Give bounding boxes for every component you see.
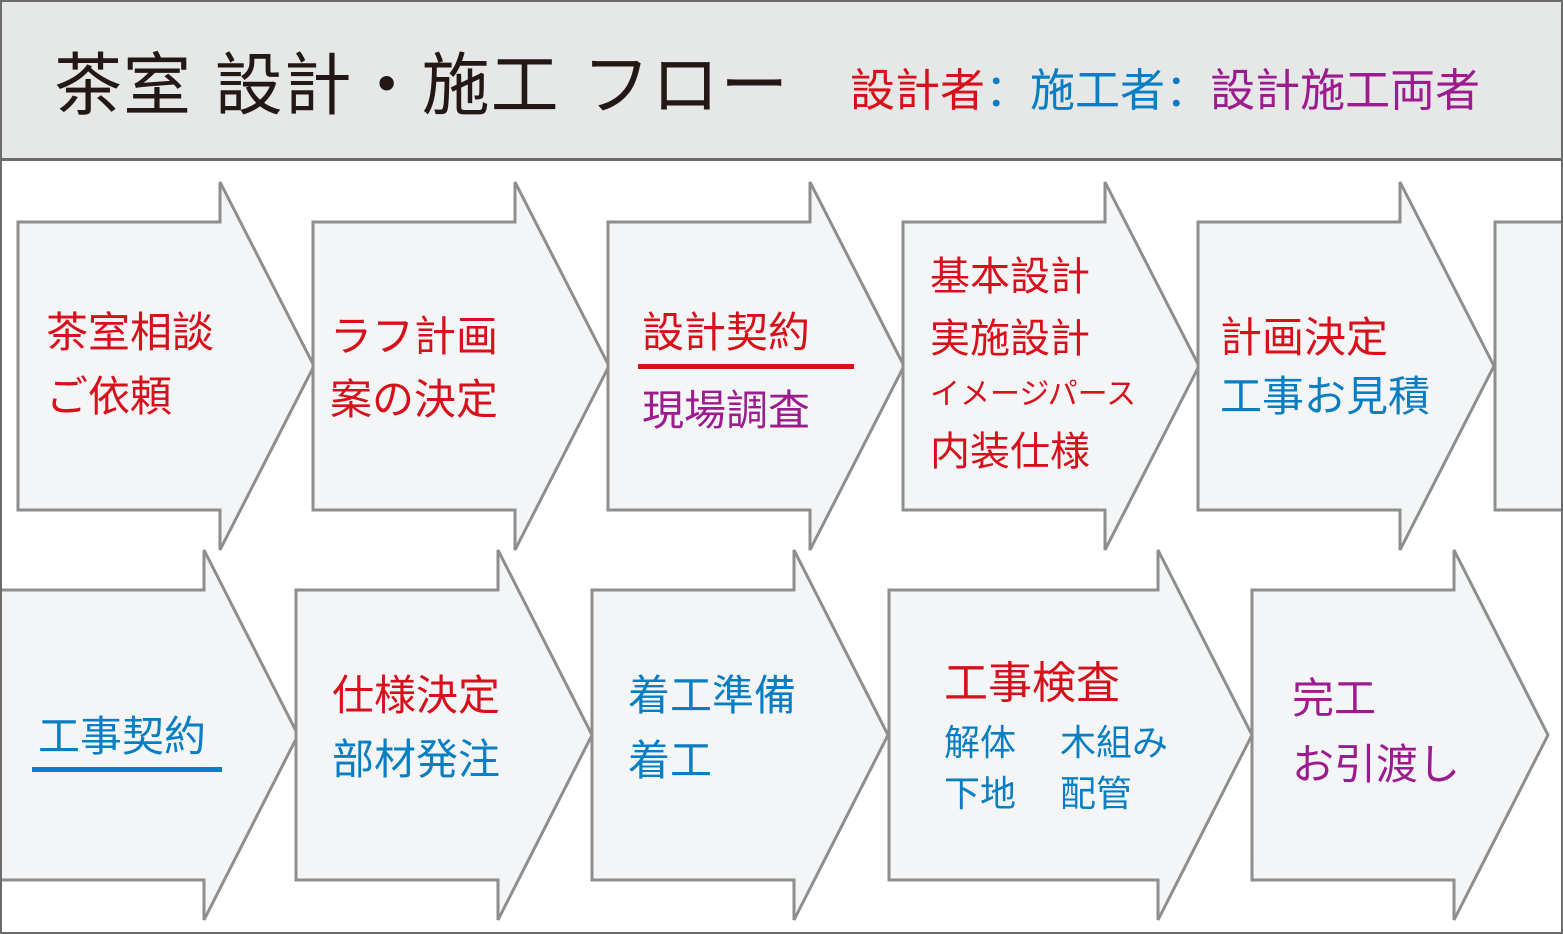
legend-designer: 設計者 — [850, 64, 986, 117]
flow-arrow-continued — [1493, 220, 1561, 512]
step-label: イメージパース — [930, 377, 1137, 412]
step-label: 現場調査 — [642, 386, 811, 435]
step-label: 計画決定 — [1220, 313, 1389, 362]
step-label: 部材発注 — [332, 735, 501, 784]
step-label: 完工 — [1292, 674, 1377, 723]
flow-arrow — [2, 549, 300, 921]
flow-arrow — [590, 549, 890, 921]
color-legend: 設計者：施工者：設計施工両者 — [850, 54, 1480, 119]
step-label: 工事契約 — [38, 712, 207, 761]
step-label: 設計契約 — [642, 308, 811, 357]
step-label: 内装仕様 — [930, 429, 1090, 475]
step-label: 着工準備 — [628, 671, 797, 720]
underline — [32, 767, 222, 772]
step-label: ラフ計画 — [330, 312, 499, 361]
step-label: 着工 — [628, 736, 713, 785]
legend-separator: ： — [1165, 64, 1211, 117]
step-label: 下地 — [944, 774, 1017, 815]
step-label: お引渡し — [1292, 740, 1461, 789]
flow-arrow — [294, 549, 594, 921]
flow-arrow — [901, 181, 1201, 551]
step-label: 基本設計 — [930, 254, 1090, 300]
step-label: 解体 — [944, 723, 1017, 764]
step-label: 工事お見積 — [1220, 372, 1431, 421]
page-title: 茶室 設計・施工 フロー — [54, 47, 790, 126]
flow-arrow — [887, 549, 1254, 921]
step-label: 茶室相談 — [46, 308, 215, 357]
step-label: 木組み — [1060, 723, 1169, 764]
step-label: 工事検査 — [944, 658, 1120, 709]
flow-arrow — [16, 181, 316, 551]
step-label: 案の決定 — [330, 375, 499, 424]
flow-arrow — [1196, 181, 1496, 551]
step-label: 配管 — [1060, 774, 1133, 815]
header-bar: 茶室 設計・施工 フロー 設計者：施工者：設計施工両者 — [2, 2, 1561, 161]
flow-arrow — [1250, 549, 1550, 921]
legend-both: 設計施工両者 — [1210, 64, 1481, 117]
step-label: 実施設計 — [930, 316, 1090, 362]
legend-separator: ： — [985, 64, 1031, 117]
legend-builder: 施工者 — [1030, 64, 1166, 117]
step-label: 仕様決定 — [332, 671, 501, 720]
flow-arrow — [311, 181, 611, 551]
underline — [638, 364, 854, 369]
step-label: ご依頼 — [46, 372, 173, 421]
